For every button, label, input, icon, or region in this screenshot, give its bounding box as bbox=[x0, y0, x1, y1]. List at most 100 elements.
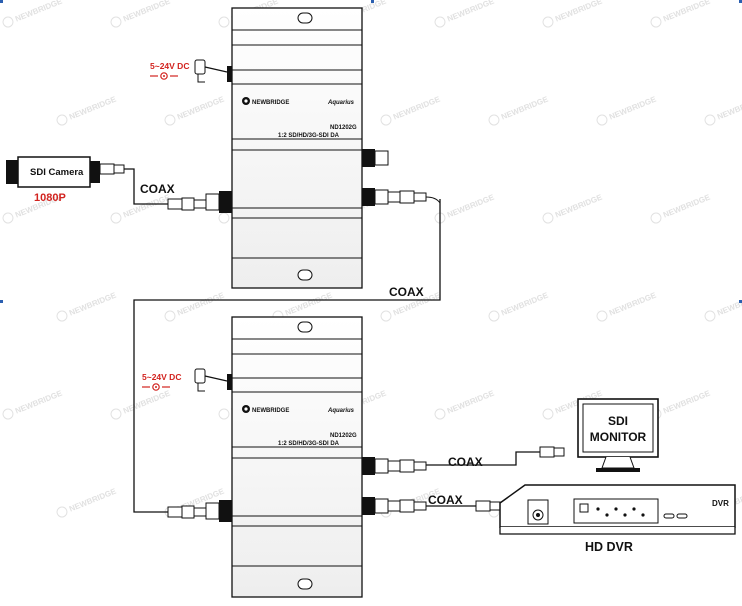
mount-slot bbox=[297, 269, 313, 281]
svg-text:NEWBRIDGE: NEWBRIDGE bbox=[392, 94, 442, 121]
watermark-tile: NEWBRIDGE bbox=[542, 192, 604, 224]
bnc-connector bbox=[205, 193, 220, 211]
bnc-connector bbox=[374, 189, 389, 205]
svg-text:NEWBRIDGE: NEWBRIDGE bbox=[284, 290, 334, 317]
mount-slot bbox=[297, 321, 313, 333]
sdi-output-port-1 bbox=[362, 149, 375, 167]
watermark-tile: NEWBRIDGE bbox=[56, 94, 118, 126]
coax-label-3: COAX bbox=[448, 455, 483, 469]
model-description: 1:2 SD/HD/3G-SDI DA bbox=[278, 441, 340, 447]
monitor-label-line2: MONITOR bbox=[590, 430, 647, 444]
watermark-tile: NEWBRIDGE bbox=[488, 94, 550, 126]
sdi-input-port bbox=[219, 500, 232, 522]
brand-logo: NEWBRIDGE bbox=[242, 405, 289, 414]
sdi-camera: SDI Camera 1080P bbox=[6, 156, 125, 204]
sdi-output-port-2 bbox=[362, 188, 375, 206]
svg-text:NEWBRIDGE: NEWBRIDGE bbox=[500, 94, 550, 121]
camera-resolution: 1080P bbox=[34, 192, 66, 204]
brand-name: NEWBRIDGE bbox=[252, 408, 289, 414]
watermark-tile: NEWBRIDGE bbox=[164, 290, 226, 322]
svg-text:NEWBRIDGE: NEWBRIDGE bbox=[122, 192, 172, 219]
coax-label-2: COAX bbox=[389, 285, 424, 299]
svg-text:NEWBRIDGE: NEWBRIDGE bbox=[446, 388, 496, 415]
sdi-monitor: SDI MONITOR bbox=[577, 398, 659, 472]
svg-text:NEWBRIDGE: NEWBRIDGE bbox=[554, 192, 604, 219]
svg-text:NEWBRIDGE: NEWBRIDGE bbox=[176, 290, 226, 317]
watermark-tile: NEWBRIDGE bbox=[488, 290, 550, 322]
hd-dvr: DVR HD DVR bbox=[499, 484, 736, 554]
coax-label-4: COAX bbox=[428, 493, 463, 507]
dvr-tag: DVR bbox=[712, 499, 729, 508]
svg-text:NEWBRIDGE: NEWBRIDGE bbox=[14, 0, 64, 24]
watermark-tile: NEWBRIDGE bbox=[650, 388, 712, 420]
power-label: 5~24V DC bbox=[150, 61, 189, 71]
sdi-output-port-2 bbox=[362, 497, 375, 515]
watermark-tile: NEWBRIDGE bbox=[542, 0, 604, 28]
svg-text:NEWBRIDGE: NEWBRIDGE bbox=[122, 0, 172, 24]
watermark-tile: NEWBRIDGE bbox=[110, 0, 172, 28]
svg-text:NEWBRIDGE: NEWBRIDGE bbox=[68, 94, 118, 121]
watermark-tile: NEWBRIDGE bbox=[650, 192, 712, 224]
watermark-tile: NEWBRIDGE bbox=[704, 290, 742, 322]
watermark-tile: NEWBRIDGE bbox=[2, 388, 64, 420]
dvr-caption: HD DVR bbox=[585, 540, 633, 554]
watermark-tile: NEWBRIDGE bbox=[56, 290, 118, 322]
watermark-tile: NEWBRIDGE bbox=[434, 0, 496, 28]
distribution-amplifier-1: NEWBRIDGE Aquarius ND1202G 1:2 SD/HD/3G-… bbox=[205, 7, 389, 289]
coax-cables bbox=[124, 168, 540, 513]
bnc-connector bbox=[374, 498, 389, 514]
watermark-tile: NEWBRIDGE bbox=[56, 486, 118, 518]
watermark-tile: NEWBRIDGE bbox=[596, 94, 658, 126]
svg-text:NEWBRIDGE: NEWBRIDGE bbox=[662, 192, 712, 219]
svg-text:NEWBRIDGE: NEWBRIDGE bbox=[662, 0, 712, 24]
bnc-connector bbox=[374, 458, 389, 474]
svg-text:NEWBRIDGE: NEWBRIDGE bbox=[14, 388, 64, 415]
coax-label-1: COAX bbox=[140, 182, 175, 196]
svg-text:NEWBRIDGE: NEWBRIDGE bbox=[662, 388, 712, 415]
power-jack bbox=[227, 66, 232, 82]
watermark-tile: NEWBRIDGE bbox=[650, 0, 712, 28]
power-jack bbox=[227, 374, 232, 390]
watermark-tile: NEWBRIDGE bbox=[596, 290, 658, 322]
svg-text:NEWBRIDGE: NEWBRIDGE bbox=[122, 388, 172, 415]
watermark-tile: NEWBRIDGE bbox=[434, 388, 496, 420]
sdi-input-port bbox=[219, 191, 232, 213]
distribution-amplifier-2: NEWBRIDGE Aquarius ND1202G 1:2 SD/HD/3G-… bbox=[205, 316, 389, 598]
bnc-connector bbox=[205, 502, 220, 520]
svg-text:NEWBRIDGE: NEWBRIDGE bbox=[554, 0, 604, 24]
bnc-connector bbox=[374, 150, 389, 166]
watermark-tile: NEWBRIDGE bbox=[110, 388, 172, 420]
camera-label: SDI Camera bbox=[30, 167, 84, 178]
power-label: 5~24V DC bbox=[142, 372, 181, 382]
model-number: ND1202G bbox=[330, 433, 357, 439]
svg-text:NEWBRIDGE: NEWBRIDGE bbox=[500, 290, 550, 317]
watermark-tile: NEWBRIDGE bbox=[704, 94, 742, 126]
bnc-plug bbox=[167, 190, 565, 519]
monitor-label-line1: SDI bbox=[608, 414, 628, 428]
power-adapter-1: 5~24V DC bbox=[150, 59, 228, 83]
model-description: 1:2 SD/HD/3G-SDI DA bbox=[278, 133, 340, 139]
brand-name: NEWBRIDGE bbox=[252, 100, 289, 106]
svg-text:NEWBRIDGE: NEWBRIDGE bbox=[68, 486, 118, 513]
svg-text:NEWBRIDGE: NEWBRIDGE bbox=[446, 0, 496, 24]
watermark-tile: NEWBRIDGE bbox=[164, 94, 226, 126]
svg-text:NEWBRIDGE: NEWBRIDGE bbox=[176, 94, 226, 121]
watermark-tile: NEWBRIDGE bbox=[380, 94, 442, 126]
svg-text:NEWBRIDGE: NEWBRIDGE bbox=[446, 192, 496, 219]
mount-slot bbox=[297, 12, 313, 24]
svg-text:NEWBRIDGE: NEWBRIDGE bbox=[608, 290, 658, 317]
watermark-tile: NEWBRIDGE bbox=[2, 0, 64, 28]
svg-text:NEWBRIDGE: NEWBRIDGE bbox=[716, 94, 742, 121]
svg-text:NEWBRIDGE: NEWBRIDGE bbox=[68, 290, 118, 317]
series-name: Aquarius bbox=[327, 408, 355, 414]
sdi-output-port-1 bbox=[362, 457, 375, 475]
watermark-tile: NEWBRIDGE bbox=[434, 192, 496, 224]
series-name: Aquarius bbox=[327, 100, 355, 106]
power-adapter-2: 5~24V DC bbox=[142, 368, 228, 392]
watermark-tile: NEWBRIDGE bbox=[110, 192, 172, 224]
brand-logo: NEWBRIDGE bbox=[242, 97, 289, 106]
mount-slot bbox=[297, 578, 313, 590]
model-number: ND1202G bbox=[330, 125, 357, 131]
svg-text:NEWBRIDGE: NEWBRIDGE bbox=[608, 94, 658, 121]
